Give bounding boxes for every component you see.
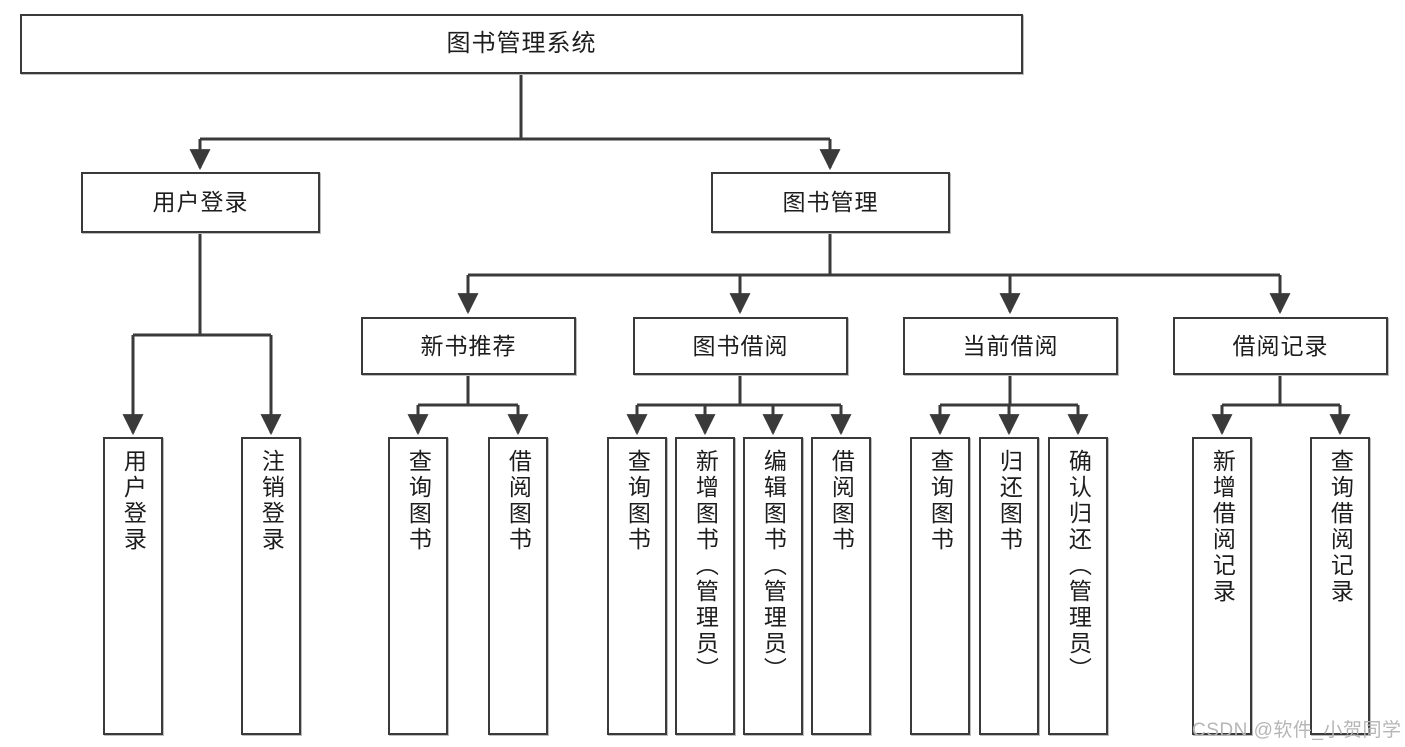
- node-leaf-user-login-label: 用户登录: [120, 449, 147, 553]
- node-leaf-add-record[interactable]: 新增借阅记录: [1192, 437, 1252, 735]
- node-leaf-borrow-book-1[interactable]: 借阅图书: [488, 437, 548, 735]
- node-borrow-record-label: 借阅记录: [1232, 332, 1329, 359]
- node-leaf-query-book-2[interactable]: 查询图书: [607, 437, 667, 735]
- node-leaf-add-record-label: 新增借阅记录: [1209, 449, 1236, 605]
- node-leaf-borrow-book-1-label: 借阅图书: [505, 449, 532, 553]
- node-leaf-logout-label: 注销登录: [258, 449, 285, 553]
- node-leaf-edit-book-label: 编辑图书（管理员）: [760, 449, 787, 683]
- node-book-borrow-label: 图书借阅: [692, 332, 789, 359]
- node-new-book-recommend-label: 新书推荐: [420, 332, 517, 359]
- watermark-text: CSDN @软件_小贺同学: [1192, 720, 1402, 741]
- node-leaf-edit-book[interactable]: 编辑图书（管理员）: [743, 437, 803, 735]
- node-borrow-record[interactable]: 借阅记录: [1173, 317, 1388, 375]
- node-user-login[interactable]: 用户登录: [81, 172, 320, 233]
- node-leaf-return-book[interactable]: 归还图书: [979, 437, 1039, 735]
- node-leaf-query-book-3-label: 查询图书: [927, 449, 954, 553]
- node-leaf-confirm-return[interactable]: 确认归还（管理员）: [1048, 437, 1108, 735]
- node-leaf-query-book-2-label: 查询图书: [624, 449, 651, 553]
- node-book-manage-label: 图书管理: [782, 189, 879, 216]
- node-leaf-query-book-1-label: 查询图书: [405, 449, 432, 553]
- node-leaf-query-book-1[interactable]: 查询图书: [388, 437, 448, 735]
- node-leaf-borrow-book-2-label: 借阅图书: [828, 449, 855, 553]
- node-leaf-borrow-book-2[interactable]: 借阅图书: [811, 437, 871, 735]
- node-leaf-return-book-label: 归还图书: [996, 449, 1023, 553]
- node-leaf-query-book-3[interactable]: 查询图书: [910, 437, 970, 735]
- node-root[interactable]: 图书管理系统: [20, 14, 1023, 74]
- node-leaf-user-login[interactable]: 用户登录: [103, 437, 163, 735]
- node-leaf-confirm-return-label: 确认归还（管理员）: [1065, 449, 1092, 683]
- node-leaf-add-book-label: 新增图书（管理员）: [692, 449, 719, 683]
- node-leaf-logout[interactable]: 注销登录: [241, 437, 301, 735]
- node-user-login-label: 用户登录: [152, 189, 249, 216]
- node-leaf-add-book[interactable]: 新增图书（管理员）: [675, 437, 735, 735]
- node-root-label: 图书管理系统: [446, 30, 597, 58]
- node-leaf-query-record[interactable]: 查询借阅记录: [1310, 437, 1370, 735]
- node-leaf-query-record-label: 查询借阅记录: [1327, 449, 1354, 605]
- node-current-borrow-label: 当前借阅: [962, 332, 1059, 359]
- node-book-manage[interactable]: 图书管理: [711, 172, 950, 233]
- node-current-borrow[interactable]: 当前借阅: [903, 317, 1118, 375]
- node-new-book-recommend[interactable]: 新书推荐: [361, 317, 576, 375]
- node-book-borrow[interactable]: 图书借阅: [633, 317, 848, 375]
